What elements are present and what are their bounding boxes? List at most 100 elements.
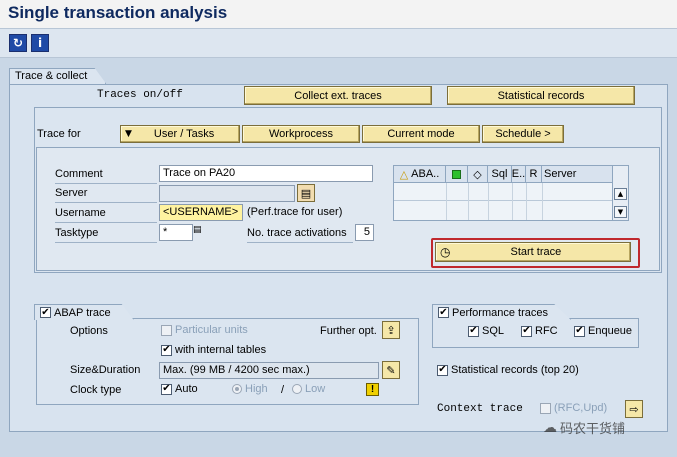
auto-label: Auto (175, 383, 198, 395)
stat-records-option[interactable]: ✔ Statistical records (top 20) (437, 364, 579, 376)
internal-tables-checkbox[interactable]: ✔ (161, 344, 172, 356)
start-trace-highlight (431, 238, 640, 268)
tab-workprocess[interactable]: Workprocess (242, 125, 360, 143)
particular-units-checkbox[interactable] (161, 324, 172, 336)
rfc-upd-option[interactable]: (RFC,Upd) (540, 402, 607, 414)
sql-option[interactable]: ✔ SQL (468, 325, 504, 337)
green-light-icon (452, 169, 461, 179)
particular-units-label: Particular units (175, 324, 248, 336)
grid-col-status[interactable] (446, 166, 468, 182)
performance-traces-group (432, 318, 639, 348)
username-input[interactable]: <USERNAME> (159, 204, 243, 221)
clock-low-option[interactable]: Low (292, 383, 325, 395)
grid-col-e[interactable]: E.. (511, 166, 526, 182)
edit-pencil-icon[interactable]: ✎ (382, 361, 400, 379)
username-hint: (Perf.trace for user) (247, 206, 343, 218)
username-label: Username (55, 206, 157, 223)
grid-header: △ ABA.. ◇ Sql E.. R Server (394, 166, 628, 183)
tasktype-help-icon[interactable]: ▤ (193, 225, 202, 235)
tasktype-label: Tasktype (55, 226, 157, 243)
low-radio[interactable] (292, 384, 302, 394)
dropdown-arrow-icon: ▼ (125, 129, 132, 139)
performance-traces-tab: ✔ Performance traces (432, 304, 571, 320)
auto-checkbox[interactable]: ✔ (161, 383, 172, 395)
grid-col-sql[interactable]: Sql (488, 166, 512, 182)
clock-separator: / (281, 384, 285, 396)
scroll-down-icon[interactable]: ▼ (614, 206, 627, 218)
tab-schedule[interactable]: Schedule > (482, 125, 564, 143)
comment-input[interactable]: Trace on PA20 (159, 165, 373, 182)
further-options-icon[interactable]: ⇪ (382, 321, 400, 339)
start-trace-button[interactable]: ◷ Start trace (435, 242, 631, 262)
statistical-records-button[interactable]: Statistical records (447, 86, 635, 105)
collect-ext-traces-button[interactable]: Collect ext. traces (244, 86, 432, 105)
page-title: Single transaction analysis (8, 3, 228, 22)
grid-scrollbar[interactable]: ▲ ▼ (612, 166, 628, 220)
watermark: ☁ 码农干货铺 (543, 418, 626, 438)
rfc-upd-checkbox[interactable] (540, 402, 551, 414)
grid-col-diamond[interactable]: ◇ (468, 166, 488, 182)
abap-trace-label: ABAP trace (54, 306, 111, 319)
further-opt-label: Further opt. (320, 325, 377, 337)
stat-records-label: Statistical records (top 20) (451, 364, 579, 376)
diamond-icon: ◇ (473, 167, 482, 181)
rfc-label: RFC (535, 325, 558, 337)
grid-col-r[interactable]: R (526, 166, 542, 182)
activations-label: No. trace activations (247, 226, 353, 243)
tasktype-input[interactable]: * (159, 224, 193, 241)
performance-traces-checkbox[interactable]: ✔ (438, 306, 449, 318)
clock-type-label: Clock type (70, 384, 122, 396)
server-grid: △ ABA.. ◇ Sql E.. R Server ▲ ▼ (393, 165, 629, 221)
sql-label: SQL (482, 325, 505, 337)
enqueue-option[interactable]: ✔ Enqueue (574, 325, 632, 337)
size-duration-field: Max. (99 MB / 4200 sec max.) (159, 362, 379, 379)
title-bar (0, 0, 677, 28)
refresh-icon[interactable]: ↻ (9, 34, 27, 52)
internal-tables-label: with internal tables (175, 344, 267, 356)
enqueue-label: Enqueue (588, 325, 633, 337)
abap-trace-checkbox[interactable]: ✔ (40, 306, 51, 318)
watermark-text: 码农干货铺 (560, 422, 626, 437)
high-radio[interactable] (232, 384, 242, 394)
warning-exclamation-icon[interactable]: ! (366, 383, 379, 396)
info-icon[interactable]: i (31, 34, 49, 52)
warning-icon: △ (399, 167, 409, 181)
size-duration-label: Size&Duration (70, 364, 141, 376)
rfc-option[interactable]: ✔ RFC (521, 325, 558, 337)
rfc-checkbox[interactable]: ✔ (521, 325, 532, 337)
traces-onoff-label: Traces on/off (97, 89, 183, 101)
trace-for-label: Trace for (37, 128, 81, 140)
context-trace-label: Context trace (437, 403, 523, 415)
abap-trace-tab: ✔ ABAP trace (34, 304, 134, 320)
comment-label: Comment (55, 167, 157, 184)
internal-tables-option[interactable]: ✔ with internal tables (161, 344, 266, 356)
performance-traces-label: Performance traces (452, 306, 548, 319)
server-value-help-icon[interactable]: ▤ (297, 184, 315, 202)
scroll-up-icon[interactable]: ▲ (614, 188, 627, 200)
enqueue-checkbox[interactable]: ✔ (574, 325, 585, 337)
tab-user-tasks-label: User / Tasks (153, 128, 215, 140)
options-label: Options (70, 325, 108, 337)
activations-input[interactable]: 5 (355, 224, 374, 241)
particular-units-option[interactable]: Particular units (161, 324, 248, 336)
high-label: High (245, 383, 268, 395)
start-trace-label: Start trace (510, 246, 562, 258)
server-input[interactable] (159, 185, 295, 202)
server-label: Server (55, 186, 157, 203)
grid-col-server[interactable]: Server (544, 168, 577, 180)
abap-trace-group (36, 318, 419, 405)
tab-current-mode[interactable]: Current mode (362, 125, 480, 143)
clock-high-option[interactable]: High (232, 383, 268, 395)
sql-checkbox[interactable]: ✔ (468, 325, 479, 337)
clock-icon: ◷ (440, 245, 451, 259)
application-toolbar (0, 28, 677, 58)
wechat-icon: ☁ (543, 419, 557, 436)
arrow-right-icon[interactable]: ⇨ (625, 400, 643, 418)
auto-option[interactable]: ✔ Auto (161, 383, 198, 395)
low-label: Low (305, 383, 326, 395)
trace-collect-tab: Trace & collect (9, 68, 107, 84)
grid-col-aba[interactable]: △ ABA.. (394, 166, 446, 182)
tab-user-tasks[interactable]: ▼ User / Tasks (120, 125, 240, 143)
stat-records-checkbox[interactable]: ✔ (437, 364, 448, 376)
rfc-upd-label: (RFC,Upd) (554, 402, 608, 414)
